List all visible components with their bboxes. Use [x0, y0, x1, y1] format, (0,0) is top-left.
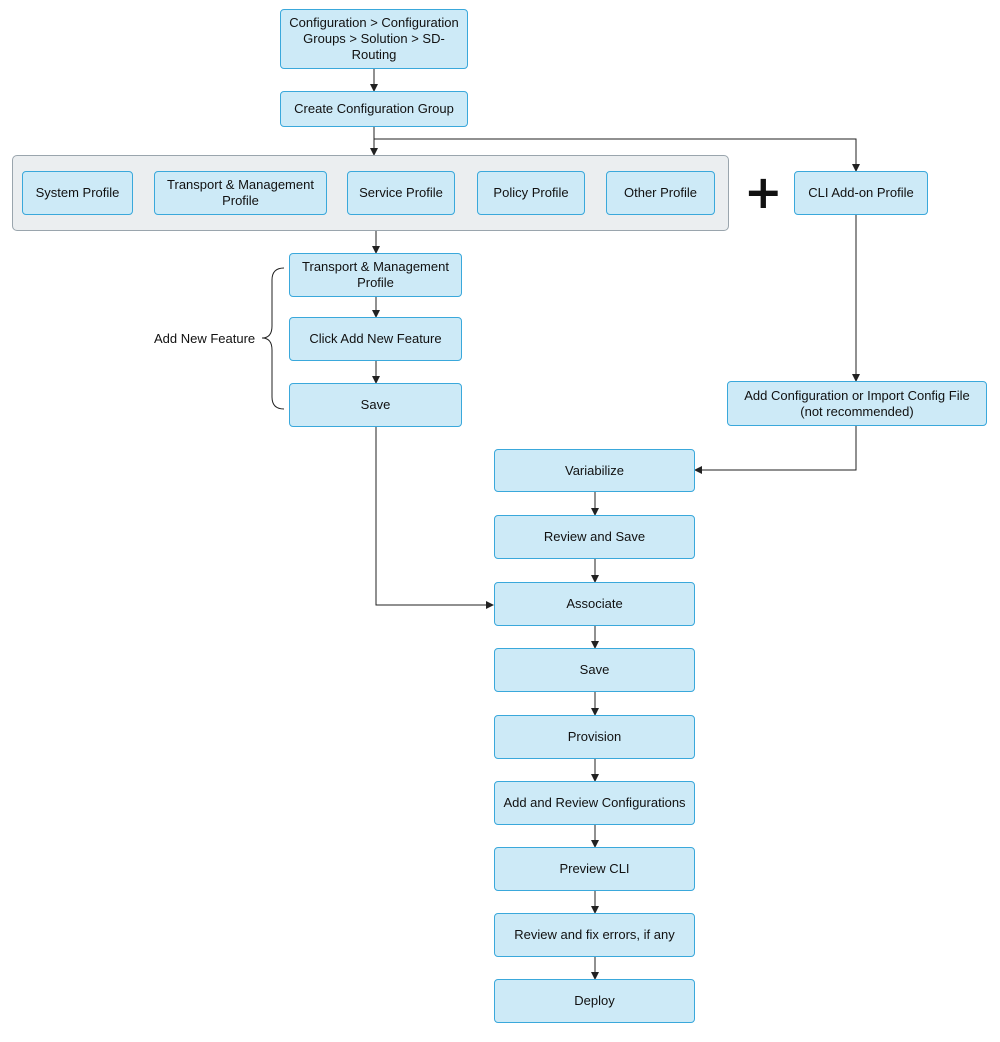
provision-box: Provision [494, 715, 695, 759]
arrow-create-to-cli-addon [374, 138, 860, 172]
service-profile-box: Service Profile [347, 171, 455, 215]
transport-management-profile-box: Transport & Management Profile [154, 171, 327, 215]
save-feature-box: Save [289, 383, 462, 427]
variabilize-box: Variabilize [494, 449, 695, 492]
associate-box: Associate [494, 582, 695, 626]
preview-cli-box: Preview CLI [494, 847, 695, 891]
other-profile-box: Other Profile [606, 171, 715, 215]
arrow-save-feature-to-associate [375, 427, 494, 609]
create-config-group-box: Create Configuration Group [280, 91, 468, 127]
add-review-configurations-box: Add and Review Configurations [494, 781, 695, 825]
add-new-feature-label: Add New Feature [154, 331, 256, 346]
plus-icon: + [744, 165, 783, 219]
click-add-new-feature-box: Click Add New Feature [289, 317, 462, 361]
review-and-save-box: Review and Save [494, 515, 695, 559]
review-fix-errors-box: Review and fix errors, if any [494, 913, 695, 957]
cli-addon-profile-box: CLI Add-on Profile [794, 171, 928, 215]
add-config-import-box: Add Configuration or Import Config File … [727, 381, 987, 426]
arrow-add-config-to-variabilize [694, 426, 857, 474]
tm-profile-step-box: Transport & Management Profile [289, 253, 462, 297]
deploy-box: Deploy [494, 979, 695, 1023]
nav-path-box: Configuration > Configuration Groups > S… [280, 9, 468, 69]
add-new-feature-bracket [261, 267, 285, 410]
policy-profile-box: Policy Profile [477, 171, 585, 215]
save-box: Save [494, 648, 695, 692]
system-profile-box: System Profile [22, 171, 133, 215]
